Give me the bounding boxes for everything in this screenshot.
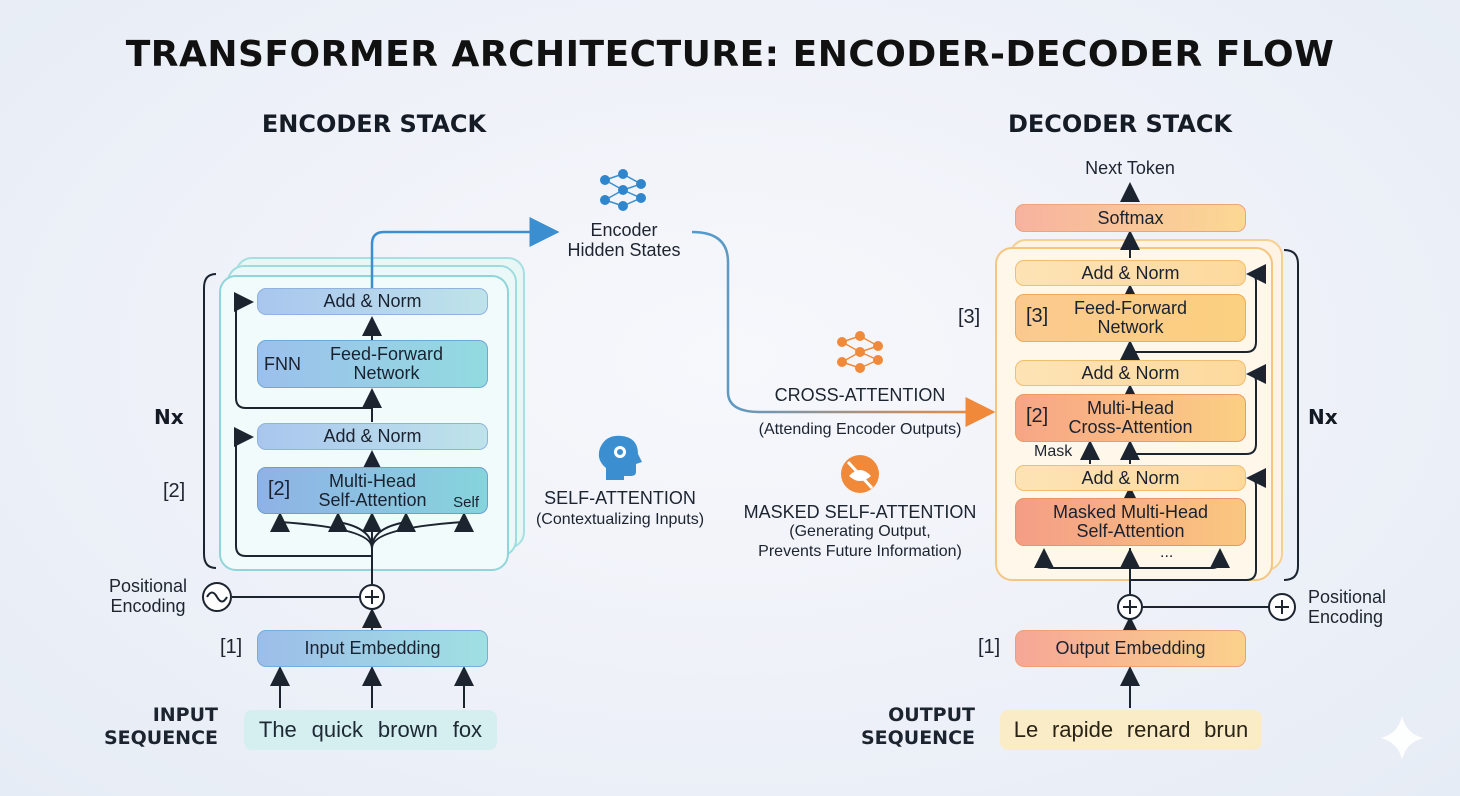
decoder-ffn-index: [3]	[1026, 305, 1049, 327]
encoder-ffn-line1: Feed-Forward	[329, 344, 444, 364]
decoder-add-norm-1: Add & Norm	[1015, 260, 1246, 286]
encoder-attn-line2: Self-Attention	[318, 489, 427, 510]
cross-attention-desc: (Attending Encoder Outputs)	[758, 421, 962, 438]
input-seq-line1: INPUT	[152, 704, 218, 726]
cross-attention-title: CROSS-ATTENTION	[774, 385, 946, 405]
encoder-add-norm-bottom: Add & Norm	[257, 423, 488, 450]
decoder-masked-line2: Self-Attention	[1076, 521, 1185, 541]
output-embedding: Output Embedding	[1015, 630, 1246, 667]
encoder-nx-bracket	[203, 273, 217, 569]
encoder-ffn-line2: Network	[353, 363, 420, 383]
output-token: Le	[1013, 717, 1039, 742]
masked-eye-icon	[841, 455, 879, 493]
encoder-embed-index: [1]	[220, 636, 243, 658]
output-token: brun	[1204, 717, 1249, 742]
input-embedding: Input Embedding	[257, 630, 488, 667]
encoder-add-norm-top: Add & Norm	[257, 288, 488, 315]
encoder-attn-line1: Multi-Head	[328, 470, 417, 491]
decoder-ellipsis: ...	[1160, 544, 1174, 561]
self-attention-note: SELF-ATTENTION (Contextualizing Inputs)	[520, 488, 720, 530]
decoder-side-index: [3]	[958, 306, 981, 328]
decoder-ffn-line1: Feed-Forward	[1073, 298, 1188, 318]
head-gear-icon	[598, 435, 642, 480]
decoder-pos-line2: Encoding	[1308, 607, 1384, 627]
self-attn-title: SELF-ATTENTION	[544, 488, 696, 508]
cross-attention-arrow	[691, 230, 996, 427]
encoder-hidden-states-label: Encoder Hidden States	[548, 220, 700, 260]
input-token: fox	[452, 717, 483, 742]
decoder-positional-label: Positional Encoding	[1308, 587, 1386, 627]
decoder-embed-index: [1]	[978, 636, 1001, 658]
neural-network-orange-icon	[837, 331, 883, 373]
self-attn-desc: (Contextualizing Inputs)	[535, 511, 705, 528]
encoder-output-arrow	[370, 217, 560, 288]
decoder-add-norm-3: Add & Norm	[1015, 465, 1246, 491]
decoder-add-norm-2: Add & Norm	[1015, 360, 1246, 386]
decoder-stack-title: DECODER STACK	[1007, 110, 1233, 138]
encoder-pos-line1: Positional	[108, 576, 188, 596]
input-token: brown	[377, 717, 438, 742]
decoder-cross-index: [2]	[1026, 405, 1049, 427]
output-seq-line2: SEQUENCE	[860, 727, 975, 749]
decoder-masked-self-attention: Masked Multi-Head Self-Attention	[1015, 498, 1246, 546]
input-seq-line2: SEQUENCE	[103, 727, 218, 749]
next-token-label: Next Token	[1085, 158, 1175, 178]
masked-title: MASKED SELF-ATTENTION	[743, 502, 977, 522]
encoder-feed-forward: FNN Feed-Forward Network	[257, 340, 488, 388]
input-sequence-label: INPUT SEQUENCE	[100, 704, 218, 750]
hidden-line1: Encoder	[590, 220, 658, 240]
decoder-arrows	[1034, 182, 1270, 708]
encoder-attn-index: [2]	[268, 478, 291, 500]
decoder-nx-bracket	[1283, 249, 1299, 581]
encoder-arrows	[232, 292, 474, 708]
decoder-feed-forward: [3] Feed-Forward Network	[1015, 294, 1246, 342]
encoder-self-attention: [2] Multi-Head Self-Attention Self	[257, 467, 488, 514]
sparkle-icon	[1380, 716, 1424, 760]
encoder-pos-line2: Encoding	[110, 596, 186, 616]
decoder-cross-line2: Cross-Attention	[1068, 417, 1193, 437]
encoder-attn-self-tag: Self	[453, 494, 479, 511]
input-token: The	[258, 717, 297, 742]
masked-desc1: (Generating Output,	[789, 523, 931, 540]
neural-network-icon	[600, 169, 646, 211]
page-title: TRANSFORMER ARCHITECTURE: ENCODER-DECODE…	[125, 34, 1335, 75]
encoder-side-index: [2]	[163, 480, 186, 502]
input-sequence-tokens: The quick brown fox	[244, 710, 497, 750]
decoder-ffn-line2: Network	[1097, 317, 1164, 337]
hidden-line2: Hidden States	[567, 240, 681, 260]
masked-self-attention-note: MASKED SELF-ATTENTION (Generating Output…	[730, 502, 990, 562]
decoder-pos-line1: Positional	[1308, 587, 1387, 607]
output-seq-line1: OUTPUT	[888, 704, 975, 726]
decoder-nx-label: Nx	[1308, 405, 1338, 429]
output-sequence-tokens: Le rapide renard brun	[1000, 710, 1262, 750]
decoder-cross-attention: [2] Multi-Head Cross-Attention	[1015, 394, 1246, 442]
decoder-masked-line1: Masked Multi-Head	[1052, 502, 1209, 522]
encoder-positional-label: Positional Encoding	[96, 576, 200, 616]
encoder-stack-title: ENCODER STACK	[261, 110, 487, 138]
decoder-cross-line1: Multi-Head	[1086, 398, 1175, 418]
softmax-box: Softmax	[1015, 204, 1246, 232]
output-sequence-label: OUTPUT SEQUENCE	[840, 704, 975, 750]
output-token: rapide	[1051, 717, 1114, 742]
masked-desc2: Prevents Future Information)	[758, 543, 962, 560]
output-token: renard	[1126, 717, 1191, 742]
encoder-nx-label: Nx	[154, 405, 184, 429]
decoder-mask-label: Mask	[1034, 443, 1073, 460]
input-token: quick	[311, 717, 364, 742]
encoder-ffn-tag: FNN	[264, 354, 301, 374]
